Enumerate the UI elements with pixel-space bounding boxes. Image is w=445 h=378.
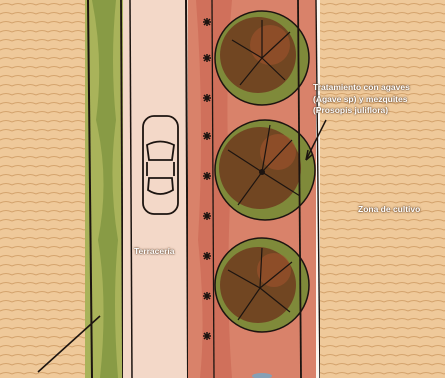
right-crop-furrows xyxy=(320,0,445,378)
mesquite-tree-icon xyxy=(215,11,309,105)
dirt-road-label: Terracería xyxy=(134,246,174,256)
crop-zone-label: Zona de cultivo xyxy=(358,204,420,214)
treatment-label: Tratamiento con agaves (Agave sp) y mezq… xyxy=(313,82,410,117)
treatment-label-line: (Agave sp) y mezquites xyxy=(313,94,410,106)
strip-edge-line xyxy=(316,0,320,378)
left-crop-furrows xyxy=(0,0,85,378)
mesquite-tree-icon xyxy=(215,238,309,332)
treatment-label-line: Tratamiento con agaves xyxy=(313,82,410,94)
treatment-label-line: (Prosopis juliflora) xyxy=(313,105,410,117)
